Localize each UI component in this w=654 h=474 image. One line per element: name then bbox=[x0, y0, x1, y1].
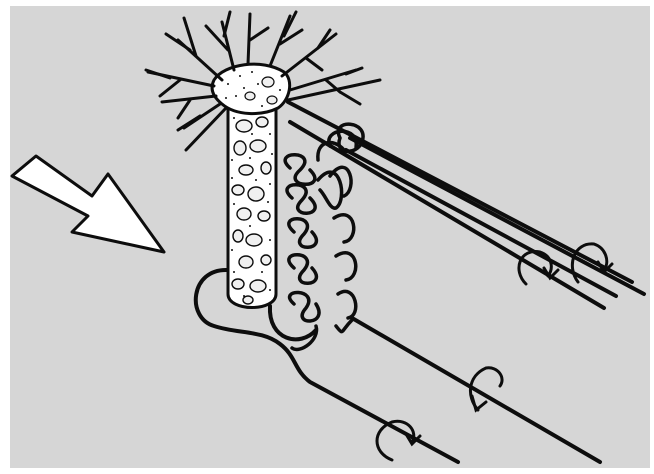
electrode-head bbox=[212, 64, 290, 113]
electrode-rod bbox=[228, 108, 276, 308]
